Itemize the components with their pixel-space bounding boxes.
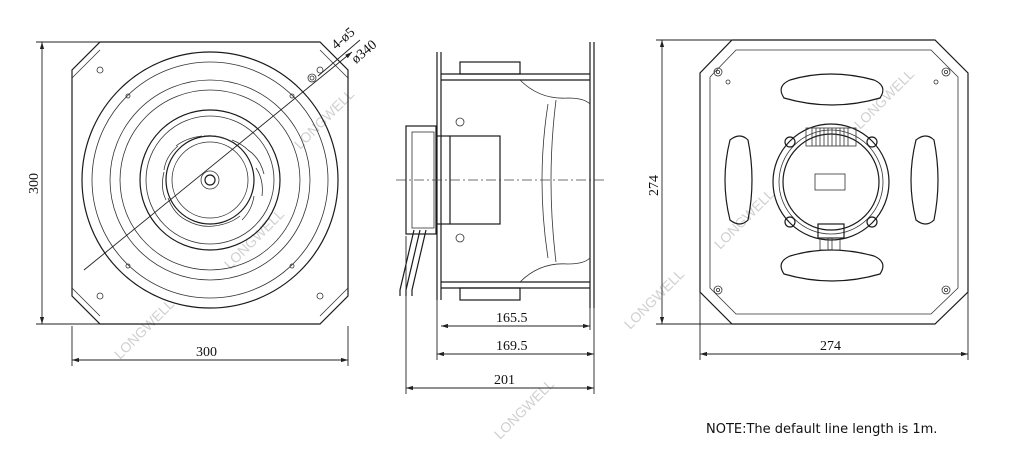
watermark-4: LONGWELL [621, 266, 687, 332]
front-width-label: 300 [196, 345, 217, 360]
cable-length-note: NOTE:The default line length is 1m. [706, 422, 938, 437]
side-view: 165.5 169.5 201 [396, 42, 604, 394]
bolt-circle-label: ø340 [349, 38, 380, 67]
watermark-5: LONGWELL [711, 186, 777, 252]
rear-plate-outline [699, 39, 969, 325]
watermark-3: LONGWELL [221, 206, 287, 272]
watermark-6: LONGWELL [851, 66, 917, 132]
front-plate-outline [71, 41, 349, 325]
rear-view: 274 274 [647, 39, 969, 360]
rear-height-label: 274 [647, 175, 662, 196]
front-view: 300 300 4-ø5 ø340 [27, 25, 380, 366]
side-dim-3: 201 [494, 373, 515, 388]
front-height-label: 300 [27, 173, 42, 194]
heatsink-fins [805, 127, 857, 147]
side-dim-1: 165.5 [496, 311, 528, 326]
watermark-1: LONGWELL [291, 86, 357, 152]
watermark-2: LONGWELL [111, 296, 177, 362]
mounting-holes [96, 66, 324, 300]
rear-width-label: 274 [820, 339, 841, 354]
holes-label: 4-ø5 [329, 25, 358, 53]
impeller-blades [162, 135, 265, 227]
side-dim-2: 169.5 [496, 339, 528, 354]
